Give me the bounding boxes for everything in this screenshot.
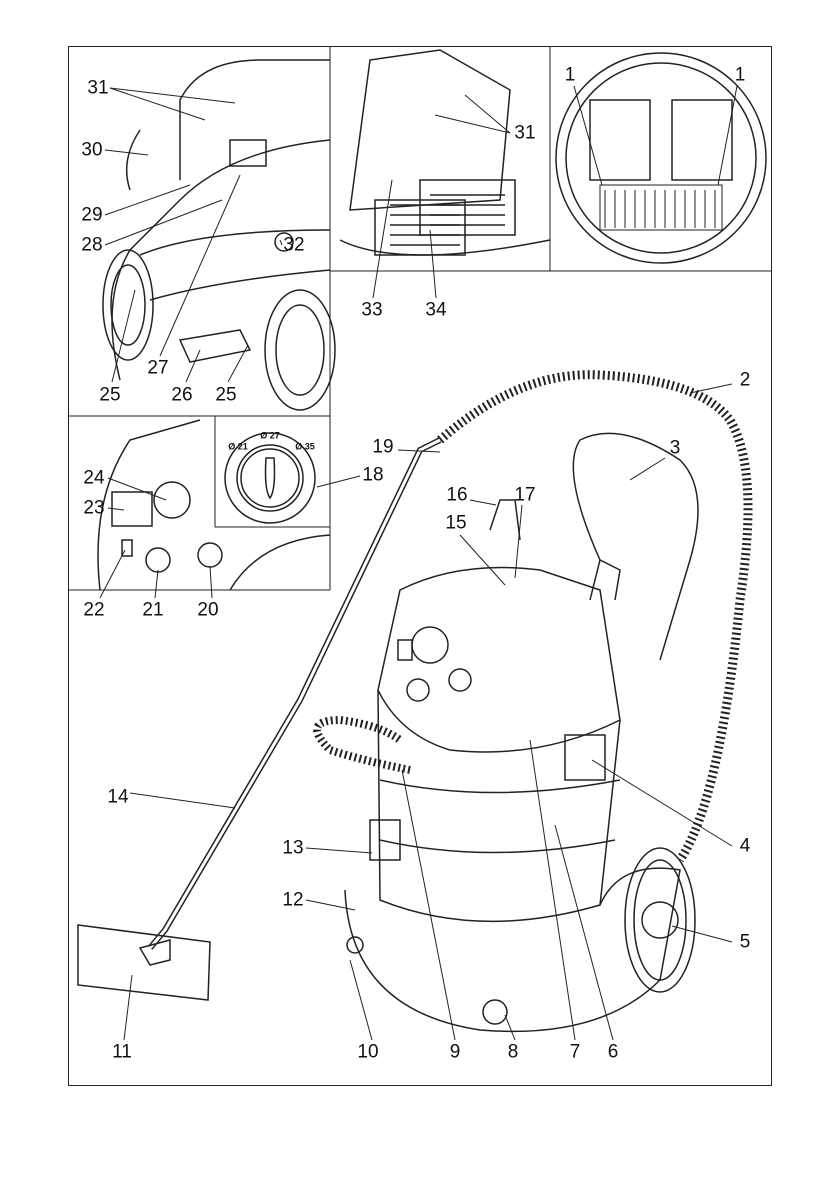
callout-1: 1 [565,66,576,85]
callout-30: 30 [81,141,102,160]
callout-31b: 31 [514,124,535,143]
detail-filter-open [340,50,550,255]
main-vacuum [78,375,748,1032]
callout-28: 28 [81,236,102,255]
callout-7: 7 [570,1043,581,1062]
callout-25: 25 [99,386,120,405]
callout-5: 5 [740,933,751,952]
callout-14: 14 [107,788,128,807]
callout-1b: 1 [735,66,746,85]
callout-26: 26 [171,386,192,405]
callout-21: 21 [142,601,163,620]
callout-22: 22 [83,601,104,620]
callout-15: 15 [445,514,466,533]
callout-32: 32 [283,236,304,255]
callout-18: 18 [362,466,383,485]
dial-label-27: Ø 27 [260,432,280,441]
panel-dividers [68,46,772,590]
callout-29: 29 [81,206,102,225]
callout-34: 34 [425,301,446,320]
callout-31: 31 [87,79,108,98]
callout-13: 13 [282,839,303,858]
callout-17: 17 [514,486,535,505]
callout-9: 9 [450,1043,461,1062]
dial-label-21: Ø 21 [228,443,248,452]
callout-20: 20 [197,601,218,620]
callout-24: 24 [83,469,104,488]
callout-19: 19 [372,438,393,457]
callout-4: 4 [740,837,751,856]
callout-2: 2 [740,371,751,390]
callout-33: 33 [361,301,382,320]
dial-label-35: Ø 35 [295,443,315,452]
callout-25b: 25 [215,386,236,405]
callout-11: 11 [112,1043,132,1062]
leader-lines [100,86,737,1040]
callout-8: 8 [508,1043,519,1062]
callout-6: 6 [608,1043,619,1062]
callout-23: 23 [83,499,104,518]
callout-10: 10 [357,1043,378,1062]
callout-16: 16 [446,486,467,505]
callout-12: 12 [282,891,303,910]
callout-27: 27 [147,359,168,378]
callout-3: 3 [670,439,681,458]
